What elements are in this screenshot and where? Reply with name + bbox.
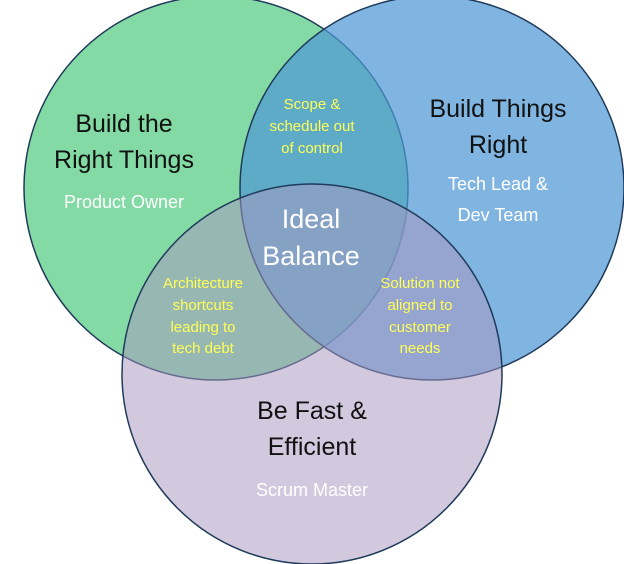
right-things-role: Product Owner	[63, 192, 185, 212]
ideal-balance-label: Ideal Balance	[262, 204, 360, 272]
things-right-role: Tech Lead & Dev Team	[447, 174, 549, 225]
fast-role: Scrum Master	[255, 480, 369, 500]
right-things-title: Build the Right Things	[54, 110, 194, 175]
overlap-right-label: Solution not aligned to customer needs	[380, 275, 460, 358]
circle-be-fast-efficient	[121, 183, 503, 564]
things-right-title: Build Things Right	[429, 95, 567, 160]
fast-title: Be Fast & Efficient	[257, 397, 367, 462]
overlap-top-label: Scope & schedule out of control	[269, 96, 355, 157]
overlap-left-label: Architecture shortcuts leading to tech d…	[162, 275, 244, 358]
